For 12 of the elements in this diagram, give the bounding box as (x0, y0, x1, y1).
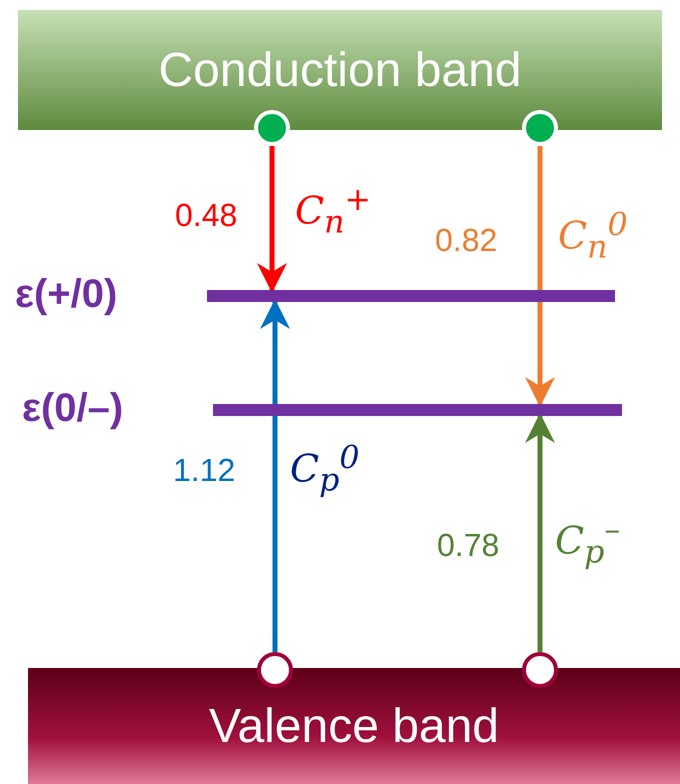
level-label: ε(+/0) (15, 272, 118, 317)
edge-label: 0.82 (435, 222, 498, 259)
conduction-band: Conduction band (18, 10, 662, 130)
edge-label: 0.48 (175, 197, 238, 234)
state-circle (257, 652, 293, 688)
level-label: ε(0/–) (22, 386, 124, 431)
arrow (525, 146, 555, 407)
edge-label: 0.78 (437, 527, 500, 564)
arrow (257, 146, 287, 293)
edge-label: 1.12 (173, 452, 236, 489)
valence-band: Valence band (28, 668, 680, 784)
state-circle (522, 652, 558, 688)
